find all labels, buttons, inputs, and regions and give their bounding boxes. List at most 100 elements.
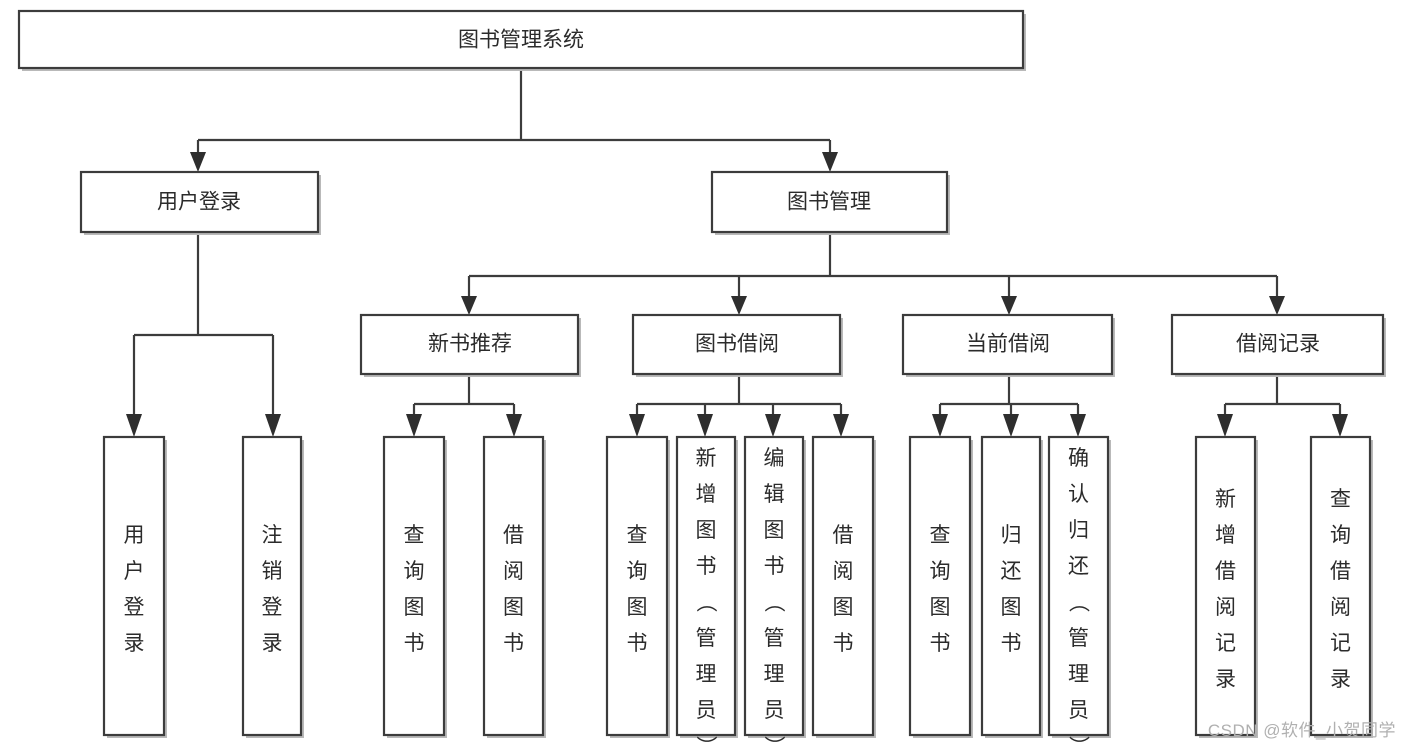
node-leaf-label-char: （ <box>694 592 717 613</box>
node-new-book-recommend[interactable]: 新书推荐 <box>359 313 581 377</box>
node-leaf-label-char: 用 <box>124 524 145 547</box>
node-leaf-label-char: 增 <box>696 483 717 506</box>
node-leaf-label-char: 书 <box>696 555 717 578</box>
node-leaf-label-char: 书 <box>930 632 951 655</box>
node-leaf-label-char: 询 <box>404 560 425 583</box>
node-leaf-label-char: 书 <box>404 632 425 655</box>
node-root[interactable]: 图书管理系统 <box>17 9 1026 71</box>
node-current-borrow-box <box>901 313 1114 376</box>
arrowhead-leaf-record-1 <box>1217 414 1233 437</box>
node-leaf-label-char: 借 <box>1330 560 1351 583</box>
node-leaf-label-char: 图 <box>696 519 717 542</box>
node-book-manage-box <box>710 170 949 234</box>
node-leaf-label-char: 借 <box>503 524 524 547</box>
arrowhead-leaf-userlogin-2 <box>265 414 281 437</box>
arrowhead-leaf-borrow-4 <box>833 414 849 437</box>
node-book-manage-label: 图书管理 <box>787 191 871 214</box>
node-user-login-label: 用户登录 <box>157 191 241 214</box>
node-leaf-label-char: 认 <box>1068 483 1089 506</box>
arrowhead-leaf-current-3 <box>1070 414 1086 437</box>
node-leaf-label-char: 录 <box>1330 668 1351 691</box>
arrowhead-level3-4 <box>1269 296 1285 315</box>
arrowhead-leaf-record-2 <box>1332 414 1348 437</box>
node-leaf-label-char: 注 <box>262 524 283 547</box>
node-leaf-label-char: 编 <box>764 447 785 470</box>
node-leaf-box <box>675 435 737 737</box>
arrowhead-leaf-newbook-2 <box>506 414 522 437</box>
node-leaf-box <box>811 435 875 737</box>
node-book-borrow-label: 图书借阅 <box>695 333 779 356</box>
node-leaf-label-char: 理 <box>696 663 717 686</box>
node-leaf-label-char: 员 <box>696 699 717 722</box>
node-leaf-label-char: 户 <box>124 560 145 583</box>
node-leaf-box <box>241 435 303 737</box>
node-leaf-label-char: 图 <box>1001 596 1022 619</box>
node-leaf-label-char: 借 <box>833 524 854 547</box>
node-root-box <box>17 9 1025 70</box>
node-book-borrow[interactable]: 图书借阅 <box>631 313 843 377</box>
node-leaf-label-char: 员 <box>1068 699 1089 722</box>
arrowhead-leaf-newbook-1 <box>406 414 422 437</box>
connector-group <box>132 69 1342 414</box>
node-current-borrow[interactable]: 当前借阅 <box>901 313 1115 377</box>
node-leaf-box <box>102 435 166 737</box>
node-leaf-label-char: 查 <box>404 524 425 547</box>
node-root-label: 图书管理系统 <box>458 29 584 52</box>
node-leaf-box <box>1047 435 1110 737</box>
node-leaf-label-char: 销 <box>262 560 283 583</box>
arrowhead-leaf-current-2 <box>1003 414 1019 437</box>
node-borrow-record-label: 借阅记录 <box>1236 333 1320 356</box>
node-leaf-label-char: 登 <box>124 596 145 619</box>
node-user-login[interactable]: 用户登录 <box>79 170 321 235</box>
node-leaf-label-char: 新 <box>696 447 717 470</box>
node-leaf-box <box>743 435 805 737</box>
arrowhead-book-manage <box>822 152 838 172</box>
node-leaf-label-char: 辑 <box>764 483 785 506</box>
arrowhead-user-login <box>190 152 206 172</box>
node-leaf-label-char: 理 <box>1068 663 1089 686</box>
node-leaf-box <box>1309 435 1372 737</box>
node-leaf-label-char: 图 <box>930 596 951 619</box>
node-leaf-label-char: 查 <box>1330 488 1351 511</box>
node-current-borrow-label: 当前借阅 <box>966 333 1050 356</box>
node-leaf-label-char: 录 <box>124 632 145 655</box>
node-leaf-label-char: （ <box>762 592 785 613</box>
node-leaf-label-char: 登 <box>262 596 283 619</box>
node-leaf-box <box>605 435 669 737</box>
node-borrow-record[interactable]: 借阅记录 <box>1170 313 1386 377</box>
node-new-book-recommend-label: 新书推荐 <box>428 333 512 356</box>
node-leaf-label-char: 阅 <box>1215 596 1236 619</box>
arrowhead-leaf-current-1 <box>932 414 948 437</box>
node-book-borrow-box <box>631 313 842 376</box>
node-leaf-userlogin-1[interactable]: 用户登录 <box>102 435 167 738</box>
node-leaf-box <box>980 435 1042 737</box>
node-user-login-box <box>79 170 320 234</box>
node-leaf-box <box>1194 435 1257 737</box>
node-leaf-label-char: 阅 <box>1330 596 1351 619</box>
node-leaf-label-char: 员 <box>764 699 785 722</box>
node-leaf-label-char: 还 <box>1001 560 1022 583</box>
node-leaf-box <box>908 435 972 737</box>
node-book-manage[interactable]: 图书管理 <box>710 170 950 235</box>
node-leaf-label-char: 查 <box>930 524 951 547</box>
arrowhead-level3-2 <box>731 296 747 315</box>
node-leaf-label-char: 录 <box>1215 668 1236 691</box>
node-leaf-label-char: ） <box>762 736 785 747</box>
node-leaf-label-char: 归 <box>1068 519 1089 542</box>
node-leaf-label-char: 图 <box>404 596 425 619</box>
leaf-node-layer: 用户登录注销登录查询图书借阅图书查询图书新增图书（管理员）编辑图书（管理员）借阅… <box>102 435 1373 747</box>
